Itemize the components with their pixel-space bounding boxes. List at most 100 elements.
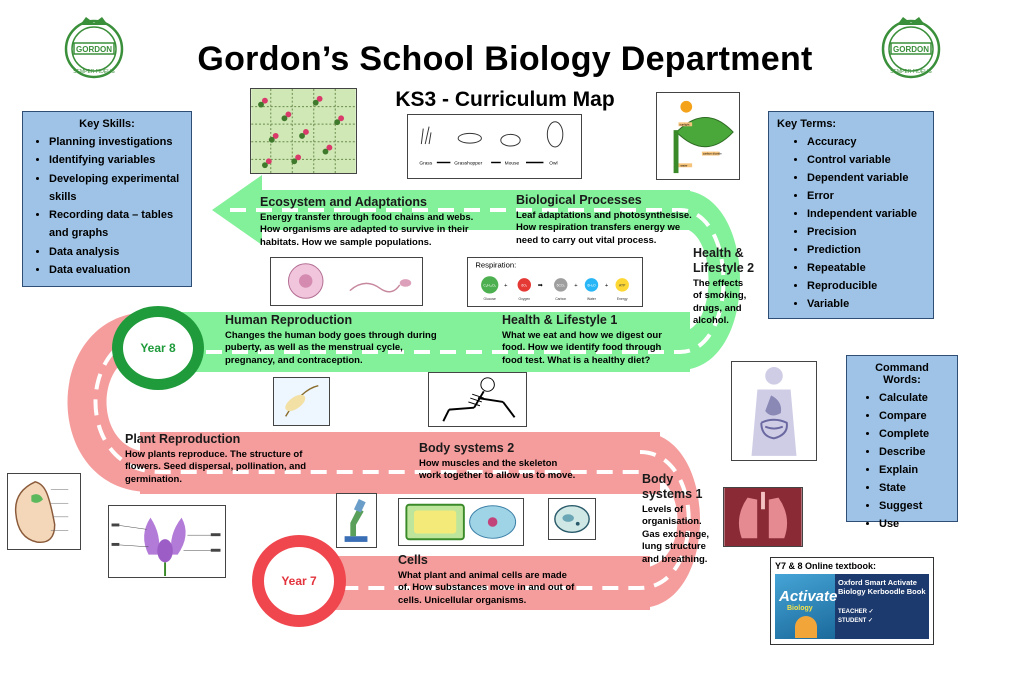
topic-line: pregnancy, and contraception. [225,354,363,366]
svg-text:➡: ➡ [538,283,543,289]
topic-line: The effects [693,278,744,289]
topic-title: Lifestyle 2 [693,261,755,275]
road-green-bend [620,190,740,370]
svg-text:+: + [605,283,609,289]
topic-title: Ecosystem and Adaptations [260,195,427,209]
year-7-badge: Year 7 [252,535,346,627]
topic-title: Health & [693,246,744,260]
list-item: Repeatable [807,259,925,277]
svg-text:+: + [574,283,578,289]
digestive-system-image [731,361,817,461]
list-item: Use [879,515,949,533]
svg-text:GORDON: GORDON [893,45,929,54]
year-7-label: Year 7 [281,574,317,588]
respiration-label: Glucose [484,297,496,301]
topic-line: lung structure [642,541,706,553]
list-item: Control variable [807,151,925,169]
topic-title: Human Reproduction [225,313,353,327]
list-item: Reproducible [807,277,925,295]
topic-line: alcohol. [693,315,729,327]
list-item: Recording data – tables [49,206,183,224]
textbook-cover-title: Activate [779,588,838,605]
topic-health-lifestyle-2: Health & Lifestyle 2 The effects of smok… [693,246,763,328]
list-item: Identifying variables [49,151,183,169]
quadrat-image [250,88,357,174]
food-chain-image: Grass Grasshopper Mouse Owl [407,114,582,179]
command-words-box: Command Words: Calculate Compare Complet… [846,355,958,530]
textbook-cover-sub: Biology [787,605,813,612]
svg-text:SEMPER FIDELIS: SEMPER FIDELIS [73,69,115,75]
respiration-label: Water [587,297,597,301]
topic-line: of. How substances move in and out of [398,582,575,594]
list-item: skills [49,190,77,203]
leaf-tag [678,163,693,168]
list-item: Prediction [807,241,925,259]
topic-title: Biological Processes [516,193,642,207]
textbook-heading: Y7 & 8 Online textbook: [775,561,877,571]
year-8-badge: Year 8 [112,306,204,390]
topic-biological-processes: Biological Processes Leaf adaptations an… [516,193,716,247]
textbook-student: STUDENT ✓ [838,618,874,624]
seed-dispersal-image [273,377,330,426]
respiration-label: Carbon [555,297,566,301]
year-8-label: Year 8 [140,341,176,355]
key-terms-heading: Key Terms: [777,118,837,130]
topic-line: puberty, as well as the menstrual cycle, [225,342,403,354]
list-item: Dependent variable [807,169,925,187]
topic-title: Health & Lifestyle 1 [502,313,618,327]
food-chain-label: Mouse [505,160,520,166]
list-item: Describe [879,443,949,461]
key-skills-heading: Key Skills: [79,118,135,130]
svg-text:SEMPER FIDELIS: SEMPER FIDELIS [890,69,932,75]
textbook-box[interactable]: Y7 & 8 Online textbook: Activate Biology… [770,557,934,645]
topic-title: Cells [398,553,428,567]
list-item: Data analysis [49,243,183,261]
command-words-list: Calculate Compare Complete Describe Expl… [855,389,949,533]
topic-line: food. How we identify food through [502,342,662,354]
respiration-label: Oxygen [518,297,530,301]
list-item: Accuracy [807,133,925,151]
topic-title: systems 1 [642,487,703,501]
list-item: Compare [879,407,949,425]
topic-line: cells. Unicellular organisms. [398,594,527,606]
topic-line: How plants reproduce. The structure of [125,449,303,460]
topic-line: flowers. Seed dispersal, pollination, an… [125,461,307,473]
textbook-banner[interactable]: Activate Biology Oxford Smart Activate B… [775,574,929,639]
school-crest-left: GORDON SEMPER FIDELIS [64,17,124,79]
respiration-heading: Respiration: [475,261,516,270]
topic-title: Body systems 2 [419,441,515,455]
topic-line: Changes the human body goes through duri… [225,330,437,341]
topic-line: need to carry out vital process. [516,234,657,246]
topic-line: Leaf adaptations and photosynthesise. [516,210,692,221]
topic-line: What we eat and how we digest our [502,330,662,341]
food-chain-label: Grasshopper [454,160,482,166]
school-crest-right: GORDON SEMPER FIDELIS [881,17,941,79]
list-item: Error [807,187,925,205]
topic-body-systems-2: Body systems 2 How muscles and the skele… [419,441,629,483]
topic-line: Energy transfer through food chains and … [260,212,474,223]
list-item: Developing experimental [49,170,183,188]
respiration-symbol: 6H₂O [587,283,596,287]
topic-line: What plant and animal cells are made [398,570,567,581]
food-chain-label: Owl [549,160,557,166]
list-item: Precision [807,223,925,241]
topic-line: work together to allow us to move. [419,470,576,482]
list-item: Data evaluation [49,261,183,279]
respiration-symbol: C₆H₁₂O₆ [483,283,496,287]
respiration-symbol: 6O₂ [521,283,527,287]
respiration-label: Energy [617,297,628,301]
topic-human-reproduction: Human Reproduction Changes the human bod… [225,313,485,367]
topic-line: organisation. [642,516,702,528]
topic-line: How muscles and the skeleton [419,458,558,469]
list-item: and graphs [49,227,109,240]
page-subtitle: KS3 - Curriculum Map [395,88,615,111]
road-red-right-bend [640,432,700,608]
seed-image [7,473,81,550]
respiration-symbol: 6CO₂ [557,283,566,287]
student-figure-icon [795,616,817,638]
list-item: Variable [807,295,925,313]
gametes-image [270,257,423,306]
list-item: Complete [879,425,949,443]
flower-image [108,505,226,578]
command-words-heading: Command Words: [875,362,929,386]
